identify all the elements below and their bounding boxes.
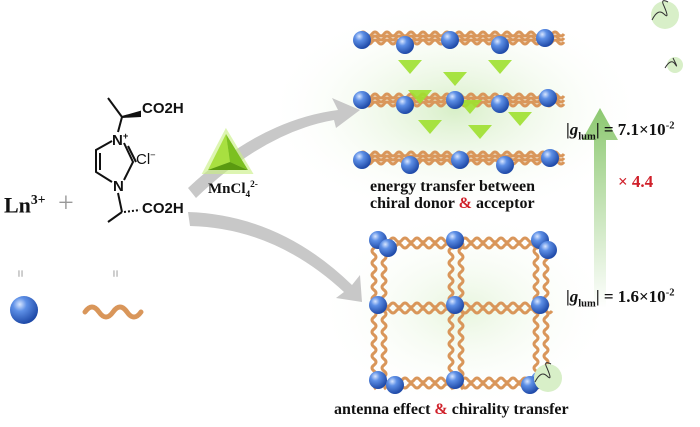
linker-strand xyxy=(382,242,554,250)
equals-ligand: = xyxy=(108,269,124,278)
equals-ln: = xyxy=(13,269,29,278)
n-bottom: N xyxy=(113,178,124,195)
linker-strand xyxy=(457,234,465,310)
n-plus: N+ xyxy=(112,131,129,149)
ln-node-sphere xyxy=(496,156,514,174)
ln-node-sphere xyxy=(386,376,404,394)
ln-node-sphere xyxy=(401,156,419,174)
mncl4-guest xyxy=(488,60,512,74)
mncl4-tetrahedron-icon xyxy=(201,127,254,174)
ln-node-sphere xyxy=(441,31,459,49)
bottom-co2h: CO2H xyxy=(142,200,184,217)
linker-strand xyxy=(358,34,566,42)
ln-node-sphere xyxy=(451,151,469,169)
top-co2h: CO2H xyxy=(142,100,184,117)
arrow-to-top-structure xyxy=(188,98,360,198)
plus-sign: + xyxy=(58,188,74,219)
ln-node-sphere xyxy=(446,296,464,314)
ln-node-sphere xyxy=(446,231,464,249)
enhancement-arrow xyxy=(582,108,618,308)
top-caption-line2: chiral donor & acceptor xyxy=(370,195,535,212)
mncl4-guest xyxy=(408,90,432,104)
mncl4-guest xyxy=(508,112,532,126)
mncl4-guest xyxy=(443,72,467,86)
ln-node-sphere xyxy=(536,29,554,47)
ln-node-sphere xyxy=(446,91,464,109)
ln-node-sphere xyxy=(369,296,387,314)
ln-node-sphere xyxy=(396,36,414,54)
cpl-spiral-icons xyxy=(534,0,683,392)
linker-wave-icon xyxy=(82,304,144,320)
ln-sphere-icon xyxy=(10,296,38,324)
ln-node-sphere xyxy=(353,151,371,169)
ligand-structure xyxy=(95,97,141,223)
ln-node-sphere xyxy=(396,96,414,114)
ln-node-sphere xyxy=(353,91,371,109)
mncl4-guest xyxy=(398,60,422,74)
ln-node-sphere xyxy=(379,239,397,257)
ln-node-sphere xyxy=(531,296,549,314)
ln-node-sphere xyxy=(369,371,387,389)
ln-charge: 3+ xyxy=(30,192,46,207)
ln-node-sphere xyxy=(353,31,371,49)
ln-node-sphere xyxy=(539,89,557,107)
ln-node-sphere xyxy=(491,95,509,113)
glum-low: |glum| = 1.6×10-2 xyxy=(566,287,675,310)
ln-symbol: Ln xyxy=(4,192,31,218)
ln-node-sphere xyxy=(539,241,557,259)
chloride: Cl− xyxy=(136,150,156,168)
bottom-glow xyxy=(315,210,615,410)
enhancement-factor: × 4.4 xyxy=(618,172,654,191)
linker-strand xyxy=(382,307,554,315)
linker-strand xyxy=(358,38,566,46)
glum-high: |glum| = 7.1×10-2 xyxy=(566,120,675,143)
ln-node-sphere xyxy=(491,36,509,54)
mncl4-guest xyxy=(458,100,482,114)
mncl4-label: MnCl42- xyxy=(208,180,258,200)
mncl4-guest xyxy=(468,125,492,139)
arrow-to-bottom-structure xyxy=(188,212,362,302)
bottom-caption: antenna effect & chirality transfer xyxy=(334,401,569,418)
ln-node-sphere xyxy=(446,371,464,389)
top-caption-line1: energy transfer between xyxy=(370,178,535,195)
ln-ion-label: Ln3+ xyxy=(4,192,46,218)
mncl4-guest xyxy=(418,120,442,134)
ln-node-sphere xyxy=(541,149,559,167)
linker-strand xyxy=(358,30,566,38)
